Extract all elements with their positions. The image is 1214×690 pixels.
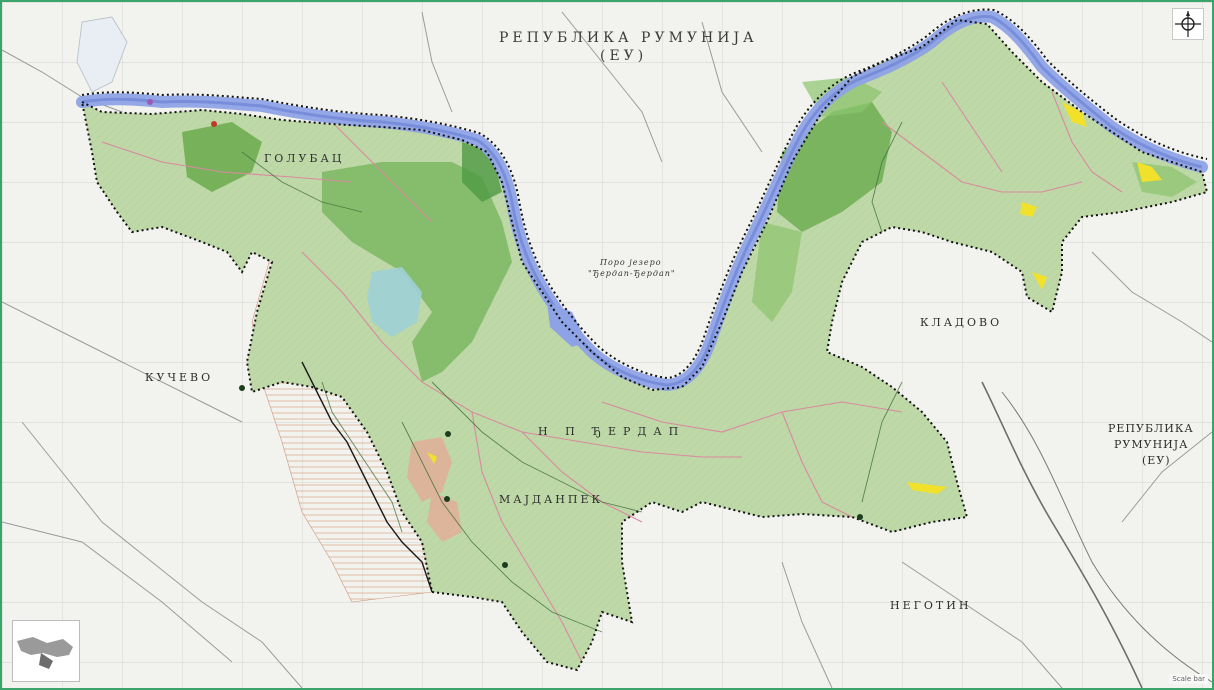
internal-streams [241,121,903,633]
location-inset-icon [12,620,80,682]
scale-bar: Scale bar [1169,674,1208,684]
label-golubac: ГОЛУБАЦ [264,152,345,165]
settlement-zones [407,437,462,542]
internal-roads [101,81,1123,663]
compass-rose-glyph [1175,11,1201,37]
lake-patch [367,267,422,337]
label-lake-2: "Ђердап-Ђердап" [588,269,676,278]
label-lake-1: Порo језеро [600,258,662,267]
label-negotin: НЕГОТИН [890,599,972,612]
label-djerdap: Н П ЂЕРДАП [538,425,686,438]
label-romania-right-2: РУМУНИЈА [1114,438,1189,451]
inset-map-glyph [13,621,79,681]
internal-boundary [301,361,433,593]
yellow-zones [427,102,1162,494]
northwest-lake [76,16,128,93]
label-romania-right-eu: (ЕУ) [1142,454,1171,467]
label-kucevo: КУЧЕВО [145,371,214,384]
label-kladovo: КЛАДОВО [920,316,1003,329]
label-romania-right-1: РЕПУБЛИКА [1108,422,1194,435]
label-majdanpek: МАЈДАНПЕК [499,493,604,506]
label-romania-top-eu: (ЕУ) [600,48,648,64]
park-boundary [80,18,1209,672]
background-network [2,11,1212,688]
danube-river-core [81,14,1203,387]
label-romania-top: РЕПУБЛИКА РУМУНИЈА [499,30,758,46]
point-markers [147,99,863,568]
compass-rose-icon [1172,8,1204,40]
